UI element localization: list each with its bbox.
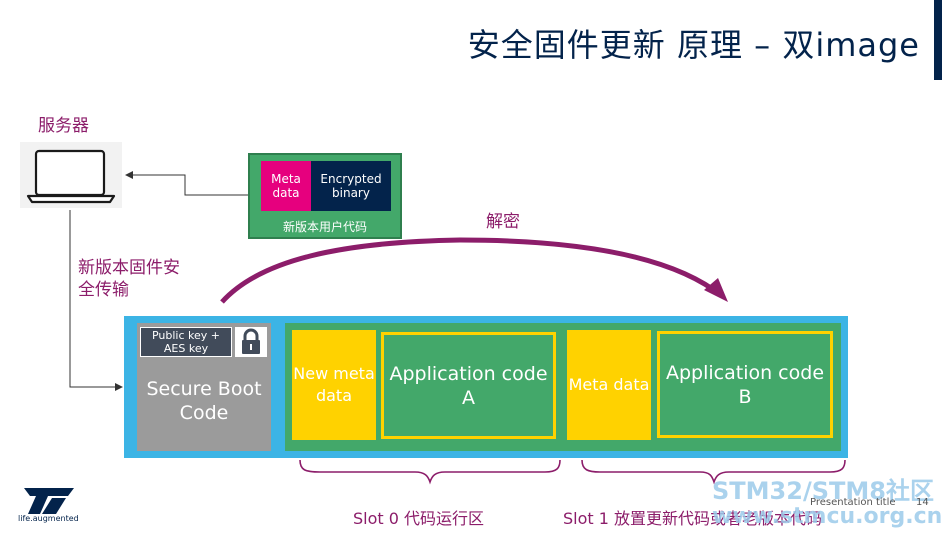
firmware-package: Meta data Encrypted binary 新版本用户代码: [248, 153, 402, 239]
flash-memory: Public key + AES key Secure Boot Code Ne…: [124, 316, 848, 458]
slide-title: 安全固件更新 原理 – 双image: [467, 26, 920, 64]
transfer-label: 新版本固件安全传输: [78, 258, 180, 300]
key-box: Public key + AES key: [140, 327, 232, 357]
watermark-line1: STM32/STM8社区: [712, 477, 934, 505]
slot1-meta-data: Meta data: [567, 330, 651, 440]
watermark-line2: www.stmcu.org.cn: [712, 504, 942, 529]
st-tagline: life.augmented: [18, 514, 79, 523]
decrypt-arrowhead: [704, 278, 728, 302]
title-accent-bar: [934, 0, 942, 80]
server-label: 服务器: [38, 116, 89, 136]
slot0-new-meta-data: New meta data: [292, 330, 376, 440]
page-number: 14: [916, 497, 929, 508]
slot0-label: Slot 0 代码运行区: [353, 509, 485, 528]
presentation-title: Presentation title: [810, 497, 896, 508]
slot1-application-code-b: Application code B: [657, 331, 833, 438]
package-encrypted-binary: Encrypted binary: [311, 161, 391, 211]
laptop-icon: [20, 142, 122, 208]
st-logo-icon: [24, 488, 74, 514]
lock-icon: [235, 327, 267, 357]
slot0-application-code-a: Application code A: [381, 332, 556, 439]
decrypt-label: 解密: [486, 212, 520, 232]
secure-boot-region: Public key + AES key Secure Boot Code: [137, 323, 271, 451]
slots-region: New meta data Application code A Meta da…: [285, 323, 841, 451]
slot1-label: Slot 1 放置更新代码或者老版本代码: [563, 509, 823, 528]
secure-boot-code: Secure Boot Code: [146, 378, 262, 424]
watermark: STM32/STM8社区 www.stmcu.org.cn: [712, 478, 942, 530]
package-caption: 新版本用户代码: [282, 220, 367, 234]
package-meta-data: Meta data: [261, 161, 311, 211]
